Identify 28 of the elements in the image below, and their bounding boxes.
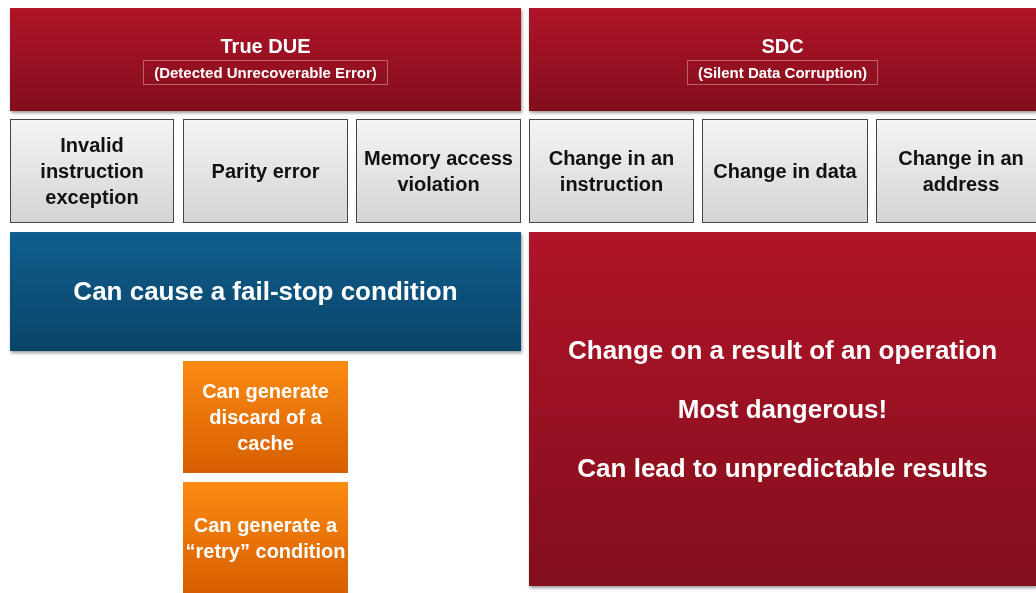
banner-title: True DUE (220, 34, 311, 58)
box-label: Change in data (713, 159, 857, 184)
category-box (876, 119, 1036, 223)
warning-text: Most dangerous! (677, 393, 888, 425)
box-label: Can cause a fail-stop condition (73, 276, 458, 307)
banner-subtitle: (Detected Unrecoverable Error) (143, 59, 388, 85)
box-label: Change in an instruction (547, 146, 676, 197)
outcome-box (183, 482, 348, 593)
header-banner (10, 8, 521, 111)
category-box (702, 119, 868, 223)
box-label: Parity error (211, 159, 320, 184)
header-banner (529, 8, 1036, 111)
box-label: Can generate discard of a cache (201, 379, 330, 456)
box-label: Memory access violation (363, 146, 514, 197)
category-box (10, 119, 174, 223)
outcome-box (183, 361, 348, 473)
box-label: Can generate a “retry” condition (184, 512, 347, 564)
outcome-panel (10, 232, 521, 351)
box-label: Invalid instruction exception (39, 133, 145, 210)
outcome-panel (529, 232, 1036, 586)
category-box (356, 119, 521, 223)
banner-title: SDC (761, 34, 804, 58)
box-label: Change in an address (897, 146, 1025, 197)
category-box (183, 119, 348, 223)
banner-subtitle: (Silent Data Corruption) (686, 59, 879, 85)
outcome-text: Can lead to unpredictable results (577, 452, 988, 484)
outcome-text: Change on a result of an operation (567, 334, 997, 366)
category-box (529, 119, 694, 223)
